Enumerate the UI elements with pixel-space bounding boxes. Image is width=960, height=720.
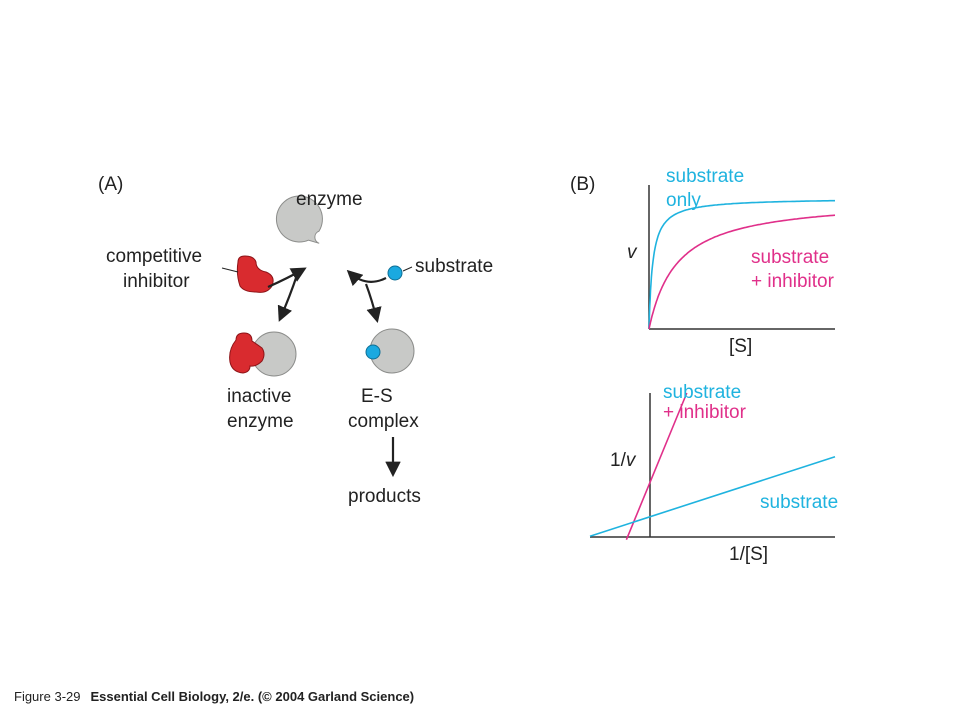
inactive-enzyme-label-line2: enzyme <box>227 411 294 432</box>
bound-substrate-molecule <box>365 344 381 360</box>
products-label: products <box>348 486 421 507</box>
es-complex-label-line1: E-S <box>361 386 393 407</box>
inactive-enzyme <box>229 331 297 377</box>
lineweaver-burk-plot: 1/v 1/[S] substrate + inhibitor substrat… <box>589 382 838 565</box>
es-complex <box>365 328 415 374</box>
competitive-inhibitor-label-line1: competitive <box>106 246 202 267</box>
mm-series-label-substrate-plus-inhibitor-line1: substrate <box>751 247 829 268</box>
lb-series-label-substrate-plus-inhibitor-line1: substrate <box>663 382 741 403</box>
es-complex-label-line2: complex <box>348 411 419 432</box>
inhibitor-binding-arrow <box>267 267 307 289</box>
mm-x-axis-label: [S] <box>729 336 752 357</box>
inactive-enzyme-label-line1: inactive <box>227 386 291 407</box>
panel-a: (A) enzyme substrate competitive inhibit… <box>98 174 493 507</box>
michaelis-menten-plot: v [S] substrate only substrate + inhibit… <box>627 166 836 357</box>
mm-y-axis-label: v <box>627 242 638 263</box>
enzyme-label: enzyme <box>296 189 363 210</box>
substrate-leader-line <box>402 266 413 272</box>
free-enzyme <box>276 195 323 244</box>
figure-number: Figure 3-29 <box>14 689 81 704</box>
lb-series-label-substrate: substrate <box>760 492 838 513</box>
mm-series-label-substrate-plus-inhibitor-line2: + inhibitor <box>751 271 835 292</box>
lb-line-substrate <box>589 456 836 537</box>
panel-b: (B) v [S] substrate only substrate + inh… <box>570 166 838 565</box>
lb-x-axis-label: 1/[S] <box>729 544 768 565</box>
inhibitor-release-arrow <box>277 274 299 322</box>
substrate-binding-arrow <box>346 269 387 287</box>
mm-series-label-substrate-only-line1: substrate <box>666 166 744 187</box>
substrate-molecule <box>387 265 403 281</box>
panel-b-label: (B) <box>570 174 595 195</box>
inhibitor-leader-line <box>221 267 239 273</box>
substrate-to-complex-arrow <box>364 283 382 323</box>
lb-y-axis-label: 1/v <box>610 450 637 471</box>
lb-series-label-substrate-plus-inhibitor-line2: + inhibitor <box>663 402 747 423</box>
competitive-inhibitor-label-line2: inhibitor <box>123 271 190 292</box>
mm-series-label-substrate-only-line2: only <box>666 190 701 211</box>
mm-curve-substrate-plus-inhibitor <box>648 214 836 330</box>
enzyme-shape <box>276 195 323 244</box>
figure-reference: Essential Cell Biology, 2/e. (© 2004 Gar… <box>90 689 415 704</box>
bound-inhibitor-molecule <box>229 332 265 374</box>
mm-curve-substrate-only <box>648 199 835 330</box>
substrate-label: substrate <box>415 256 493 277</box>
lb-line-substrate-plus-inhibitor <box>625 392 688 541</box>
panel-a-label: (A) <box>98 174 123 195</box>
figure-caption: Figure 3-29 Essential Cell Biology, 2/e. … <box>14 689 414 704</box>
competitive-inhibitor-molecule <box>236 255 274 293</box>
